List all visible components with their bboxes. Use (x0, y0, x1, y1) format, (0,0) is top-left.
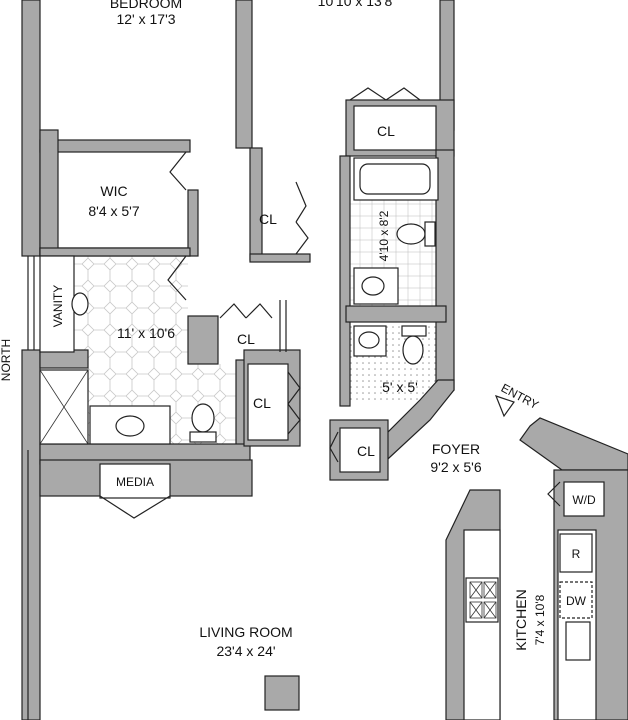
foyer-closet-interior (339, 427, 381, 473)
media-niche (99, 463, 171, 499)
bedroom-wall-east (235, 0, 253, 149)
dishwasher (559, 581, 593, 619)
bath-sink-lower (115, 415, 145, 437)
bedroom2-wall-bottom (249, 253, 311, 263)
media-label: MEDIA (116, 475, 154, 489)
vanity-label: VANITY (51, 285, 65, 327)
powder-sink (358, 331, 380, 349)
wic-wall-left (39, 129, 59, 257)
closet-label-5: CL (357, 443, 375, 459)
toilet-bath2 (396, 223, 426, 245)
master-bath-size: 11' x 10'6 (117, 325, 175, 341)
north-label: NORTH (0, 339, 13, 381)
master-bath-floor (74, 256, 188, 364)
foyer-size: 9'2 x 5'6 (430, 459, 481, 475)
bedroom2-wall-west (249, 147, 263, 261)
refrigerator (559, 533, 593, 573)
bedroom-name: BEDROOM (110, 0, 182, 11)
wic-wall-right (187, 189, 199, 257)
kitchen-name: KITCHEN (513, 589, 529, 650)
wic-size: 8'4 x 5'7 (88, 203, 139, 219)
mbath-wall-vanity (39, 349, 89, 369)
vanity-counter (39, 255, 75, 353)
refrigerator-label: R (572, 547, 581, 561)
bedroom-size: 12' x 17'3 (116, 11, 175, 27)
entry-arrow (494, 395, 515, 418)
toilet-powder (402, 335, 424, 365)
bedroom2-size: 10'10 x 13'8 (318, 0, 393, 9)
washer-dryer (563, 481, 605, 517)
closet-label-2: CL (259, 211, 277, 227)
closet-label-1: CL (377, 123, 395, 139)
powder-size: 5' x 5' (382, 379, 418, 395)
west-wall (21, 0, 41, 257)
kitchen-size: 7'4 x 10'8 (533, 594, 547, 645)
closet-label-4: CL (253, 395, 271, 411)
bath2-wall-bottom (345, 305, 447, 323)
closet1-interior (353, 105, 437, 151)
bath2-wall-east (435, 149, 455, 391)
entry-wall (519, 417, 628, 471)
kitchen-counter-left (463, 529, 501, 720)
bath2-sink (361, 276, 385, 296)
west-wall-lower (21, 349, 41, 720)
vanity-sink (71, 292, 89, 316)
foyer-name: FOYER (432, 441, 480, 457)
living-room-name: LIVING ROOM (199, 624, 292, 640)
dishwasher-label: DW (566, 594, 587, 608)
washer-dryer-label: W/D (572, 493, 596, 507)
wic-name: WIC (100, 183, 127, 199)
wic-wall-top (39, 139, 191, 153)
living-room-size: 23'4 x 24' (216, 643, 275, 659)
door-swings (99, 87, 561, 519)
bath2-wall-west (339, 155, 351, 407)
bath2-size: 4'10 x 8'2 (377, 210, 391, 261)
mbath-wall-top (39, 247, 191, 257)
mbath-wall-closet (187, 315, 219, 365)
kitchen-sink (565, 621, 591, 661)
closet-label-3: CL (237, 331, 255, 347)
living-column (264, 675, 300, 711)
closet-cl3-interior (247, 363, 289, 441)
toilet-master (191, 403, 215, 433)
